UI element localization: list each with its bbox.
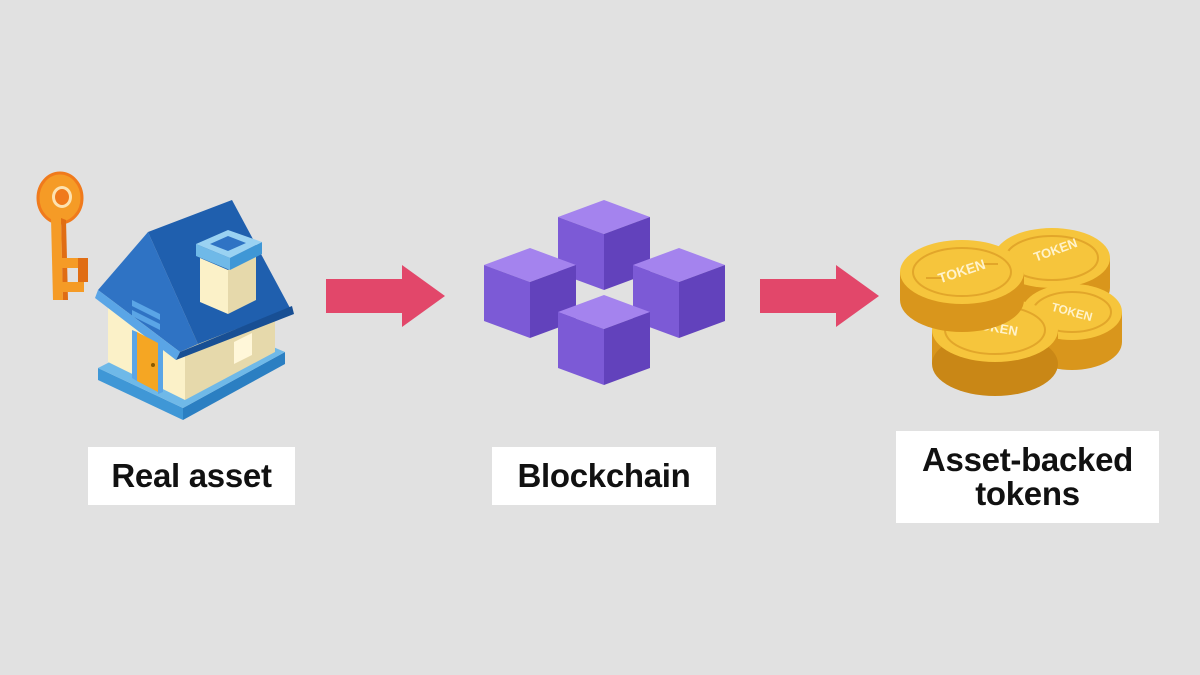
real-asset-label-text: Real asset	[111, 457, 272, 494]
blockchain-label: Blockchain	[492, 447, 716, 505]
house-icon	[95, 200, 294, 420]
tokens-label-line1: Asset-backed	[922, 441, 1133, 478]
token-coins-icon: TOKEN TOKEN TOKEN	[900, 228, 1122, 396]
key-icon	[36, 171, 88, 300]
blockchain-cubes-icon	[484, 200, 725, 385]
arrow-right-icon	[326, 265, 445, 327]
real-asset-label: Real asset	[88, 447, 295, 505]
arrow-right-icon	[760, 265, 879, 327]
coin-icon: TOKEN	[900, 240, 1024, 332]
tokens-label-line2: tokens	[975, 475, 1080, 512]
blockchain-label-text: Blockchain	[517, 457, 691, 494]
asset-backed-tokens-label: Asset-backed tokens	[896, 431, 1159, 523]
